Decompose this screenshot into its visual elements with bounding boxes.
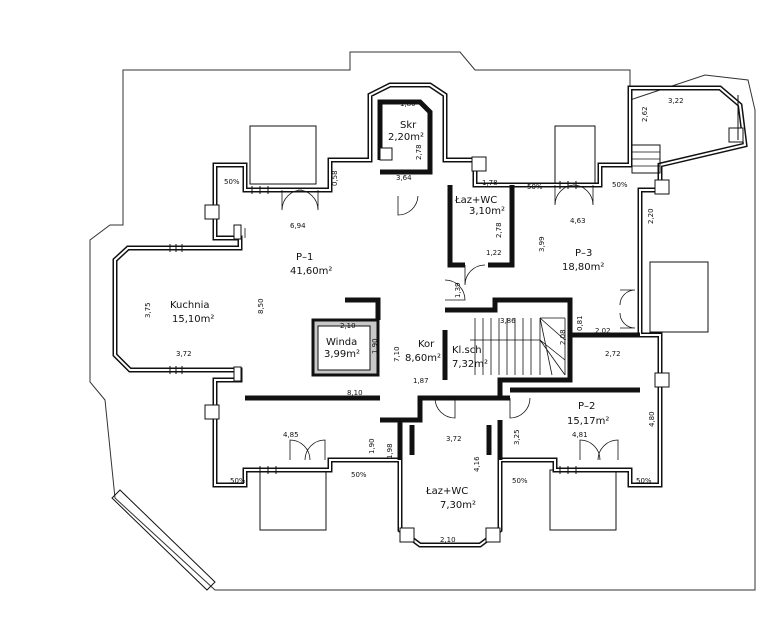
dim-4-85: 4,85 — [283, 431, 299, 439]
room-p2-area: 15,17m² — [567, 416, 609, 427]
room-laz-bottom-area: 7,30m² — [440, 500, 476, 511]
dim-4-80: 4,80 — [648, 411, 656, 427]
dim-2-78-b: 2,78 — [495, 222, 503, 238]
pct-label-6: 50% — [512, 477, 528, 485]
laz-bottom-walls — [409, 425, 492, 455]
room-p1-name: P–1 — [296, 252, 313, 263]
pct-label-2: 50% — [527, 183, 543, 191]
stair-top-right — [631, 144, 661, 174]
dim-2-08: 2,08 — [559, 329, 567, 345]
dim-3-75: 3,75 — [144, 302, 152, 318]
room-winda-area: 3,99m² — [324, 349, 360, 360]
dim-3-72-b: 3,72 — [446, 435, 462, 443]
terrace-top-left — [249, 125, 317, 185]
dim-0-58: 0,58 — [331, 170, 339, 186]
dim-4-16: 4,16 — [473, 456, 481, 472]
room-laz-top-area: 3,10m² — [469, 206, 505, 217]
dim-2-78-a: 2,78 — [415, 144, 423, 160]
elevator-wall — [345, 297, 381, 320]
dim-6-94: 6,94 — [290, 222, 306, 230]
dimension-labels: 1,80 3,64 3,22 1,78 1,22 6,94 4,63 3,72 … — [176, 97, 684, 544]
dim-8-50: 8,50 — [257, 298, 265, 314]
room-kor-area: 8,60m² — [405, 353, 441, 364]
room-laz-top-name: Łaz+WC — [454, 195, 497, 206]
room-klsch-area: 7,32m² — [452, 359, 488, 370]
room-kuchnia-area: 15,10m² — [172, 314, 214, 325]
doors — [244, 184, 636, 461]
site-outline — [89, 51, 756, 591]
room-p3-area: 18,80m² — [562, 262, 604, 273]
dim-1-98: 1,98 — [386, 443, 394, 459]
dim-0-81: 0,81 — [576, 315, 584, 331]
room-p1-area: 41,60m² — [290, 266, 332, 277]
dim-3-25: 3,25 — [513, 429, 521, 445]
room-klsch-name: Kl.sch — [452, 345, 482, 356]
room-laz-bottom-name: Łaz+WC — [425, 486, 468, 497]
dim-1-22: 1,22 — [486, 249, 502, 257]
pct-label-3: 50% — [612, 181, 628, 189]
room-p2-name: P–2 — [578, 401, 595, 412]
dim-2-10-b: 2,10 — [440, 536, 456, 544]
terrace-right — [649, 261, 709, 333]
room-kor-name: Kor — [418, 339, 435, 350]
dim-2-62: 2,62 — [641, 106, 649, 122]
dim-1-87: 1,87 — [413, 377, 429, 385]
room-skr-name: Skr — [400, 120, 417, 131]
dim-2-02: 2,02 — [595, 327, 611, 335]
pct-label-5: 50% — [351, 471, 367, 479]
terrace-bottom-left — [259, 469, 327, 531]
elevator-cabin — [317, 325, 371, 371]
dim-8-10: 8,10 — [347, 389, 363, 397]
room-skr-area: 2,20m² — [388, 132, 424, 143]
dim-2-20: 2,20 — [647, 208, 655, 224]
dim-3-86: 3,86 — [500, 317, 516, 325]
dim-1-90-a: 1,90 — [371, 338, 379, 354]
dim-2-72: 2,72 — [605, 350, 621, 358]
dim-3-64: 3,64 — [396, 174, 412, 182]
dim-1-90-b: 1,90 — [368, 438, 376, 454]
terrace-top-right — [554, 125, 596, 185]
dim-3-72-a: 3,72 — [176, 350, 192, 358]
dim-4-63: 4,63 — [570, 217, 586, 225]
windows — [169, 95, 744, 543]
dim-3-22: 3,22 — [668, 97, 684, 105]
pct-label-4: 50% — [230, 477, 246, 485]
room-p3-name: P–3 — [575, 248, 592, 259]
dim-4-81: 4,81 — [572, 431, 588, 439]
dim-1-39: 1,39 — [454, 282, 462, 298]
bay-bottom-left — [111, 489, 216, 591]
pct-label-7: 50% — [636, 477, 652, 485]
pct-label-1: 50% — [224, 178, 240, 186]
terrace-bottom-right — [549, 469, 617, 531]
terrace-percent-labels: 50% 50% 50% 50% 50% 50% 50% — [224, 178, 652, 485]
dim-1-78: 1,78 — [482, 179, 498, 187]
room-labels: Skr 2,20m² Łaz+WC 3,10m² P–3 18,80m² P–1… — [170, 120, 609, 511]
vertical-dimension-labels: 2,78 0,58 2,62 2,78 3,99 2,20 3,75 8,50 … — [144, 106, 656, 472]
interior-walls — [245, 99, 640, 460]
dim-1-80: 1,80 — [400, 100, 416, 108]
dim-2-10-a: 2,10 — [340, 322, 356, 330]
dim-7-10: 7,10 — [393, 346, 401, 362]
dim-3-99: 3,99 — [538, 236, 546, 252]
staircase — [470, 317, 566, 376]
room-winda-name: Winda — [326, 337, 357, 348]
room-kuchnia-name: Kuchnia — [170, 300, 209, 311]
